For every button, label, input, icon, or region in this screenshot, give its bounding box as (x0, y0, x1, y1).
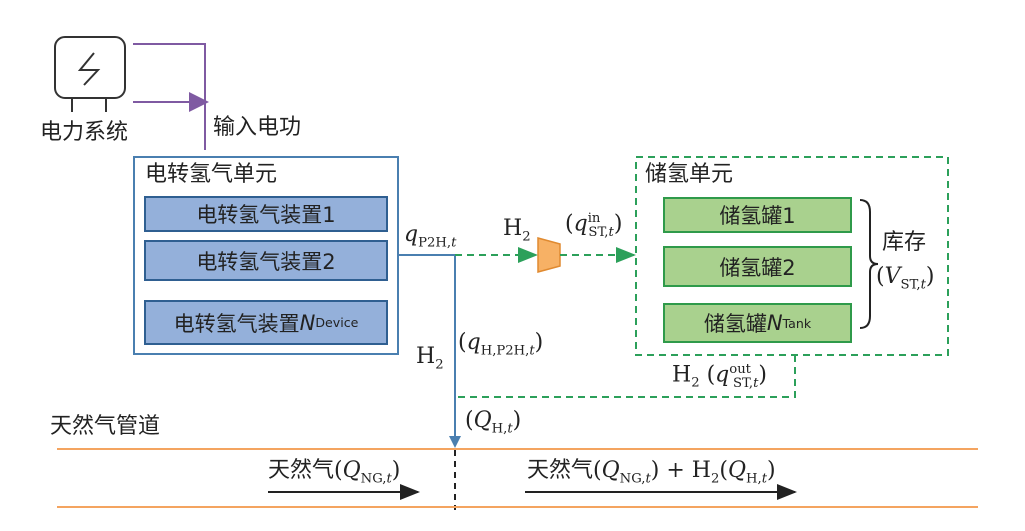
storage-tank-2: 储氢罐2 (663, 246, 852, 287)
storage-tank-1: 储氢罐1 (663, 197, 852, 233)
power-system-label: 电力系统 (40, 120, 129, 145)
tank-label: 储氢罐 (703, 312, 767, 336)
h2-in-label: H2 (503, 216, 531, 245)
q-h-p2h-label: (qH,P2H,t) (458, 330, 544, 359)
device-label: 电转氢气装置1 (196, 203, 336, 227)
p2h-device-1: 电转氢气装置1 (144, 196, 388, 232)
power-input-line (133, 43, 205, 150)
ng-flow-label: 天然气(QNG,t) (268, 458, 401, 487)
device-label: 电转氢气装置2 (196, 249, 336, 274)
compressor-icon (537, 237, 561, 273)
storage-unit-box (635, 156, 949, 356)
storage-unit-title: 储氢单元 (645, 162, 734, 187)
v-st-label: (VST,t) (876, 264, 935, 293)
blend-flow-label: 天然气(QNG,t) + H2(QH,t) (527, 458, 776, 487)
h2-down-label: H2 (416, 344, 444, 373)
pipeline-title: 天然气管道 (50, 414, 161, 439)
Q-h-label: (QH,t) (465, 408, 522, 437)
h2-out-label: H2 (qoutST,t) (672, 362, 767, 391)
inventory-label: 库存 (882, 230, 927, 255)
power-input-label: 输入电功 (213, 115, 302, 140)
device-label: 电转氢气装置 (173, 311, 300, 336)
n-sub: Tank (782, 315, 812, 331)
tank-label: 储氢罐1 (719, 204, 796, 228)
n-symbol: N (299, 310, 316, 335)
q-p2h-label: qP2H,t (404, 222, 457, 251)
p2h-device-2: 电转氢气装置2 (144, 240, 388, 281)
n-sub: Device (315, 315, 359, 330)
tank-label: 储氢罐2 (719, 255, 796, 280)
power-system-icon (54, 36, 126, 112)
p2h-unit-title: 电转氢气单元 (145, 162, 278, 187)
q-st-in-label: (qinST,t) (565, 211, 623, 240)
brace-icon (859, 199, 879, 329)
n-symbol: N (766, 311, 783, 335)
